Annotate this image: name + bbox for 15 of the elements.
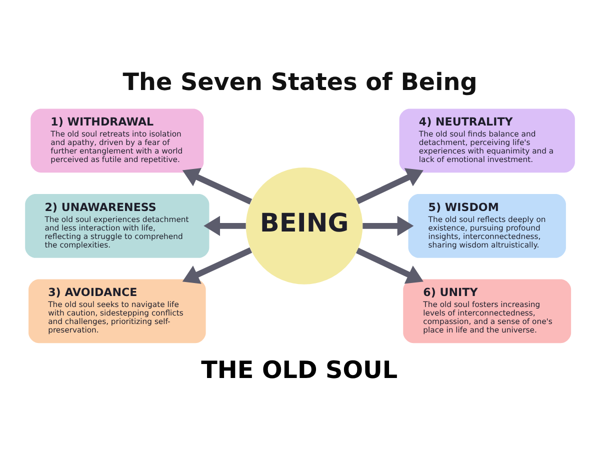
node-box: 4) NEUTRALITY The old soul finds balance and detachment, perceiving life's experiences with equanimity and a lack of emotional investment.	[399, 108, 575, 172]
node-circle: BEING	[246, 167, 363, 284]
arrow	[204, 215, 246, 236]
node-box: 6) UNITY The old soul fosters increasing levels of interconnectedness, compassion, and a sense of one's place in life and the universe.	[403, 278, 572, 343]
node-box: 2) UNAWARENESS The old soul experiences detachment and less interaction with life, reflecting a struggle to comprehend the complexities.	[25, 193, 210, 258]
arrow	[356, 168, 424, 204]
node-box: 1) WITHDRAWAL The old soul retreats into isolation and apathy, driven by a fear of further entanglement with a world perceived as futile and repetitive.	[30, 108, 204, 172]
caption: THE OLD SOUL	[201, 355, 398, 384]
arrow	[362, 215, 414, 236]
diagram-title: The Seven States of Being	[122, 67, 478, 96]
node-box: 3) AVOIDANCE The old soul seeks to navigate life with caution, sidestepping conflicts and challenges, prioritizing self-preservation.	[28, 278, 206, 343]
arrow	[182, 246, 252, 284]
arrow	[356, 247, 424, 284]
node-box: 5) WISDOM The old soul reflects deeply on existence, pursuing profound insights, interconnectedness, sharing wisdom altruistically.	[408, 193, 566, 258]
arrow	[182, 168, 252, 204]
